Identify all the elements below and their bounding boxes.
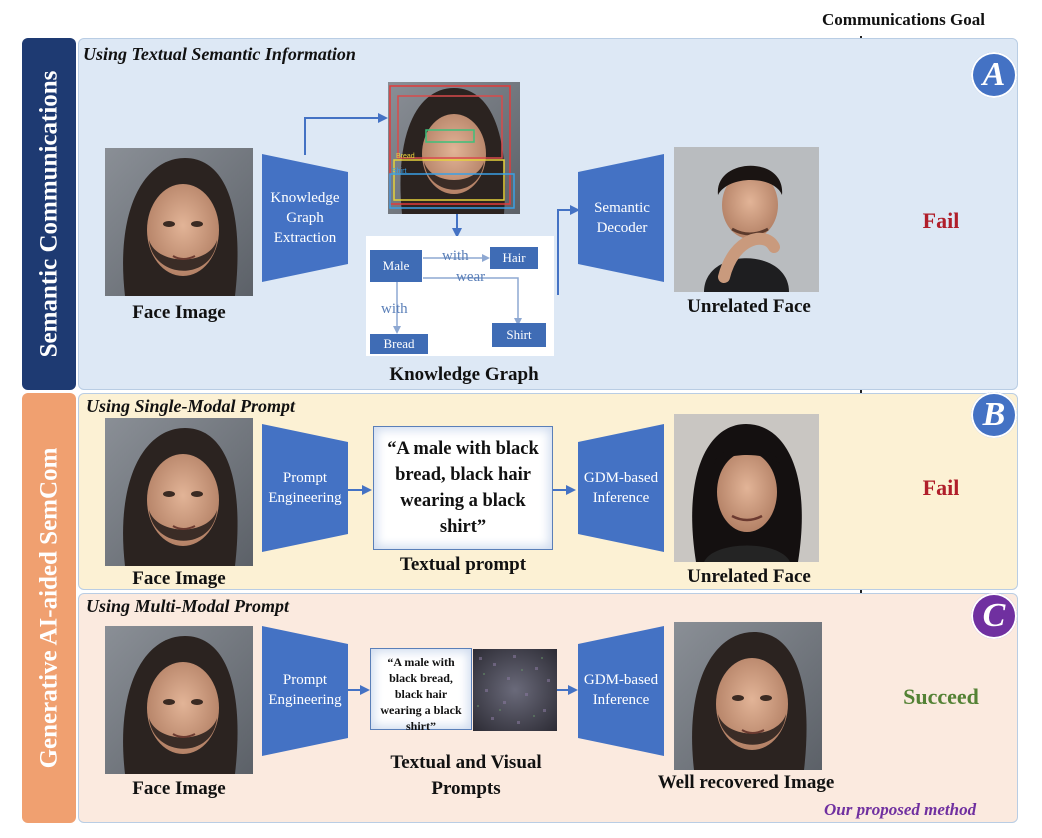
encoder-b-label: Prompt Engineering	[268, 470, 342, 506]
badge-b: B	[971, 392, 1017, 438]
kg-node-hair: Hair	[490, 247, 538, 269]
output-image-b	[674, 414, 819, 562]
decoder-b	[578, 424, 664, 552]
prompt-caption-b: Textual prompt	[399, 554, 527, 575]
sidebar-genai-label: Generative AI-aided SemCom	[35, 447, 63, 769]
detection-image: Bread Shirt	[388, 82, 520, 214]
encoder-a-label: Knowledge Graph Extraction	[270, 190, 340, 246]
prompt-caption-c: Textual and Visual Prompts	[390, 752, 542, 799]
face-caption-c: Face Image	[132, 778, 226, 799]
kg-caption: Knowledge Graph	[389, 364, 539, 385]
badge-c: C	[971, 593, 1017, 639]
sidebar-semantic-communications: Semantic Communications	[22, 38, 76, 390]
detect-label-shirt: Shirt	[392, 168, 406, 175]
kg-node-bread: Bread	[370, 334, 428, 354]
decoder-a	[578, 154, 664, 282]
face-image-b	[105, 418, 253, 566]
result-a: Fail	[922, 208, 960, 233]
result-b: Fail	[922, 475, 960, 500]
output-image-a	[674, 147, 819, 292]
face-image-c	[105, 626, 253, 774]
panel-b-title: Using Single-Modal Prompt	[86, 396, 296, 416]
output-caption-c: Well recovered Image	[657, 772, 835, 793]
encoder-c-label: Prompt Engineering	[268, 672, 342, 708]
kg-edge-wear: wear	[456, 269, 486, 285]
encoder-a	[262, 154, 348, 282]
badge-a: A	[971, 52, 1017, 98]
kg-node-male: Male	[370, 250, 422, 282]
arrows-b	[348, 485, 576, 495]
output-caption-a: Unrelated Face	[687, 296, 811, 317]
arrows-a	[304, 113, 580, 295]
sidebar-semantic-label: Semantic Communications	[35, 70, 62, 358]
kg-edge-with-bread: with	[381, 301, 408, 317]
output-image-c	[674, 622, 822, 770]
face-caption-b: Face Image	[132, 568, 226, 589]
kg-edge-with-hair: with	[442, 248, 469, 264]
panel-c-title: Using Multi-Modal Prompt	[86, 596, 290, 616]
decoder-c-label: GDM-based Inference	[583, 672, 659, 708]
proposed-method-note: Our proposed method	[824, 800, 977, 819]
encoder-c	[262, 626, 348, 756]
face-image-a	[105, 148, 253, 296]
decoder-c	[578, 626, 664, 756]
panel-a-title: Using Textual Semantic Information	[83, 44, 356, 64]
decoder-a-label: Semantic Decoder	[594, 200, 650, 236]
face-caption-a: Face Image	[132, 302, 226, 323]
decoder-b-label: GDM-based Inference	[583, 470, 659, 506]
prompt-box-b: “A male with black bread, black hair wea…	[373, 426, 553, 550]
kg-node-shirt: Shirt	[492, 323, 546, 347]
sidebar-generative-ai: Generative AI-aided SemCom	[22, 393, 76, 823]
visual-prompt-noise	[473, 649, 557, 731]
output-caption-b: Unrelated Face	[687, 566, 811, 587]
detect-label-bread: Bread	[396, 153, 415, 160]
result-c: Succeed	[903, 684, 979, 709]
encoder-b	[262, 424, 348, 552]
prompt-box-c: “A male with black bread, black hair wea…	[370, 648, 472, 733]
communications-goal-header: Communications Goal	[822, 10, 985, 29]
arrows-c	[348, 685, 578, 695]
kg-edges	[393, 254, 522, 334]
